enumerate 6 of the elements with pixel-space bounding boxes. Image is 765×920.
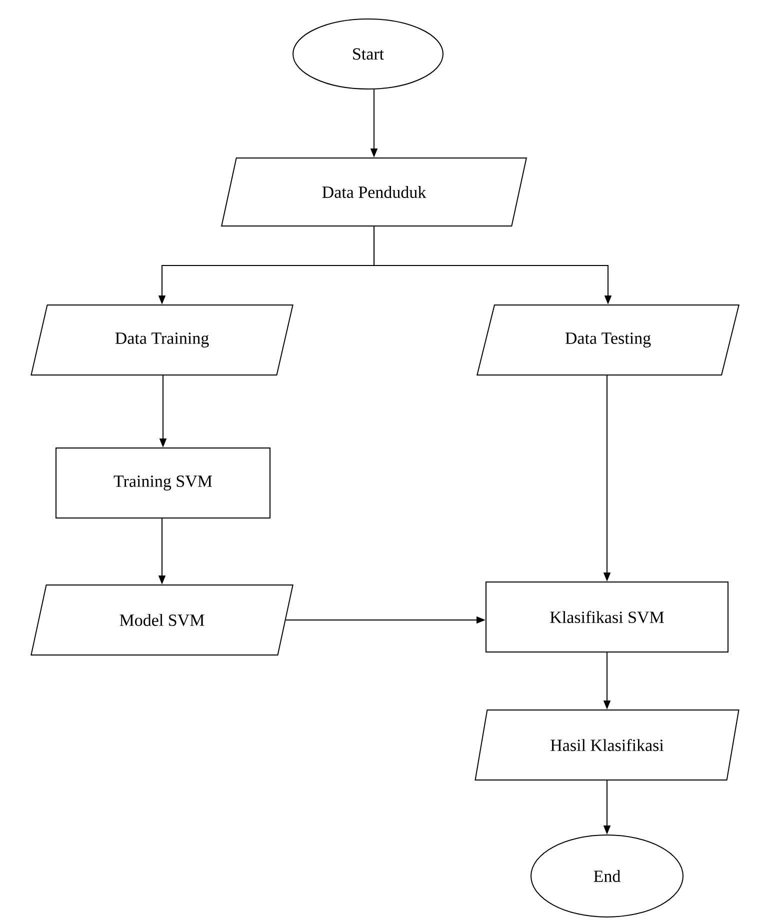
process-box: Klasifikasi SVM — [486, 582, 728, 652]
data-parallelogram: Hasil Klasifikasi — [474, 710, 740, 780]
data-parallelogram: Data Training — [30, 304, 294, 376]
data-parallelogram: Data Testing — [476, 304, 740, 376]
data-parallelogram: Model SVM — [30, 584, 294, 656]
process-box: Training SVM — [56, 448, 270, 518]
